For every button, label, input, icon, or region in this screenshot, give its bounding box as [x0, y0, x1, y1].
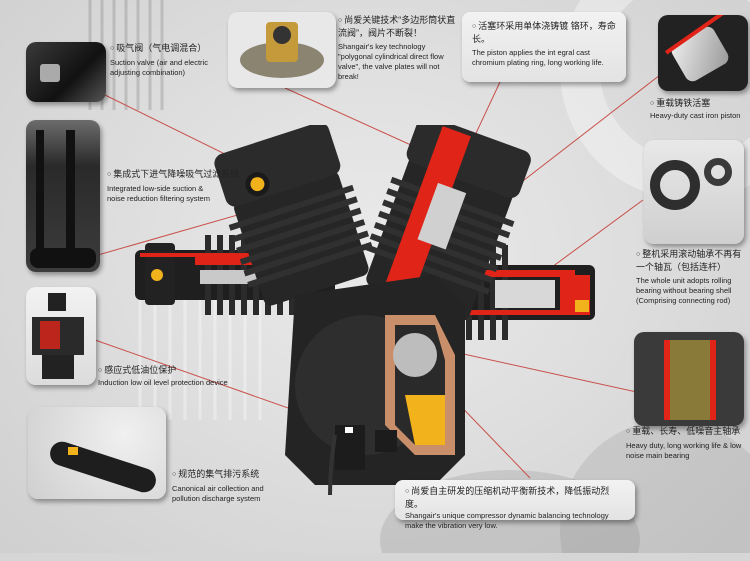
piston-ring-card: 活塞环采用单体浇铸镀 铬环，寿命长。 The piston applies th…: [462, 12, 626, 82]
oil-level-callout: 感应式低油位保护 Induction low oil level protect…: [98, 364, 248, 388]
upper-right-cylinder: [365, 125, 531, 320]
crankcase: [285, 275, 465, 495]
piston-ring-en: The piston applies the int egral cast ch…: [472, 48, 604, 67]
air-collection-cn: 规范的集气排污系统: [172, 468, 282, 481]
oil-level-sensor-photo: [26, 287, 96, 385]
suction-valve-cn: 吸气阀（气电调混合）: [110, 42, 220, 55]
valve-tech-en: Shangair's key technology "polygonal cyl…: [338, 42, 444, 81]
main-bearing-callout: 重载、长寿、低噪音主轴承 Heavy duty, long working li…: [626, 425, 750, 461]
oil-level-cn: 感应式低油位保护: [98, 364, 248, 377]
valve-plate-photo: [228, 12, 336, 88]
valve-tech-cn: 尚爱关键技术“多边形筒状直流阀”，阀片不断裂！: [338, 14, 458, 39]
cast-iron-piston-en: Heavy-duty cast iron piston: [650, 111, 741, 120]
air-collection-photo: [28, 407, 166, 499]
dynamic-balancing-cn: 尚爱自主研发的压缩机动平衡新技术，降低振动烈度。: [405, 485, 625, 510]
low-side-suction-callout: 集成式下进气降噪吸气过滤系统 Integrated low-side sucti…: [107, 168, 267, 204]
piston-ring-cn: 活塞环采用单体浇铸镀 铬环，寿命长。: [472, 20, 616, 45]
main-bearing-photo: [634, 332, 744, 426]
low-side-suction-en: Integrated low-side suction & noise redu…: [107, 184, 210, 203]
piston-photo: [658, 15, 748, 91]
dynamic-balancing-card: 尚爱自主研发的压缩机动平衡新技术，降低振动烈度。 Shangair's uniq…: [395, 480, 635, 530]
air-collection-en: Canonical air collection and pollution d…: [172, 484, 264, 503]
cast-iron-piston-callout: 重载铸铁活塞 Heavy-duty cast iron piston: [650, 97, 750, 121]
suction-valve-photo: [26, 42, 106, 102]
oil-level-en: Induction low oil level protection devic…: [98, 378, 228, 387]
cast-iron-piston-cn: 重载铸铁活塞: [650, 97, 750, 110]
compressor-cutaway-illustration: [135, 125, 595, 495]
rolling-bearing-callout: 整机采用滚动轴承不再有一个轴瓦（包括连杆） The whole unit ado…: [636, 248, 748, 306]
suction-valve-callout: 吸气阀（气电调混合） Suction valve (air and electr…: [110, 42, 220, 78]
dynamic-balancing-en: Shangair's unique compressor dynamic bal…: [405, 511, 609, 530]
air-collection-callout: 规范的集气排污系统 Canonical air collection and p…: [172, 468, 282, 504]
main-bearing-en: Heavy duty, long working life & low nois…: [626, 441, 742, 460]
upper-left-cylinder: [214, 125, 373, 306]
low-side-suction-cn: 集成式下进气降噪吸气过滤系统: [107, 168, 267, 181]
connecting-rod-photo: [644, 140, 744, 244]
bottom-border: [0, 553, 750, 561]
rolling-bearing-cn: 整机采用滚动轴承不再有一个轴瓦（包括连杆）: [636, 248, 748, 273]
low-side-suction-photo: [26, 120, 100, 272]
main-bearing-cn: 重载、长寿、低噪音主轴承: [626, 425, 750, 438]
suction-valve-en: Suction valve (air and electric adjustin…: [110, 58, 208, 77]
valve-tech-callout: 尚爱关键技术“多边形筒状直流阀”，阀片不断裂！ Shangair's key t…: [338, 14, 458, 82]
rolling-bearing-en: The whole unit adopts rolling bearing wi…: [636, 276, 732, 305]
